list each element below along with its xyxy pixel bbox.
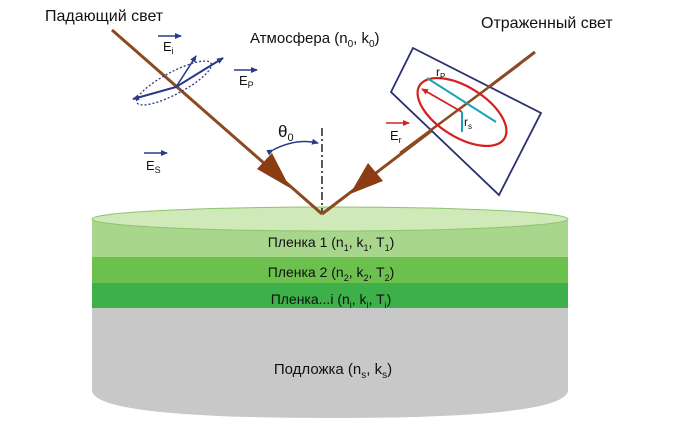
reflected-beam-arrowhead xyxy=(350,163,383,194)
ep-label: EP xyxy=(239,73,254,90)
ei-vector xyxy=(132,86,177,101)
theta-angle-arc xyxy=(266,138,319,156)
reflected-beam-through-box xyxy=(399,62,521,155)
theta-label: θ0 xyxy=(278,122,294,144)
reflected-polarization-ellipse xyxy=(416,76,508,148)
film-2-layer xyxy=(92,256,568,283)
es-label: ES xyxy=(146,158,161,175)
film-i-label: Пленка...i (ni, ki, Ti) xyxy=(271,291,392,310)
ep-vector xyxy=(175,57,224,88)
er-label: Er xyxy=(390,128,402,145)
substrate-body xyxy=(92,306,568,418)
rs-label: rs xyxy=(464,115,472,131)
es-vector-short xyxy=(175,55,197,88)
film-top-surface xyxy=(91,206,569,232)
incident-light-label: Падающий свет xyxy=(45,8,164,25)
atmosphere-label: Атмосфера (n0, k0) xyxy=(250,30,380,50)
incident-beam xyxy=(111,28,323,216)
reflected-polarization-box xyxy=(389,46,543,197)
substrate-label: Подложка (ns, ks) xyxy=(274,361,392,381)
incident-polarization-ellipse xyxy=(135,60,213,106)
rp-vector xyxy=(421,88,463,113)
reflected-light-label: Отраженный свет xyxy=(481,15,613,32)
film-2-label: Пленка 2 (n2, k2, T2) xyxy=(268,264,395,283)
incident-beam-arrowhead xyxy=(257,153,290,188)
film-i-layer xyxy=(92,282,568,308)
rp-axis-line xyxy=(426,77,497,123)
film-1-label: Пленка 1 (n1, k1, T1) xyxy=(268,234,395,253)
ei-label: Ei xyxy=(163,39,174,56)
rp-label: rP xyxy=(436,65,445,81)
